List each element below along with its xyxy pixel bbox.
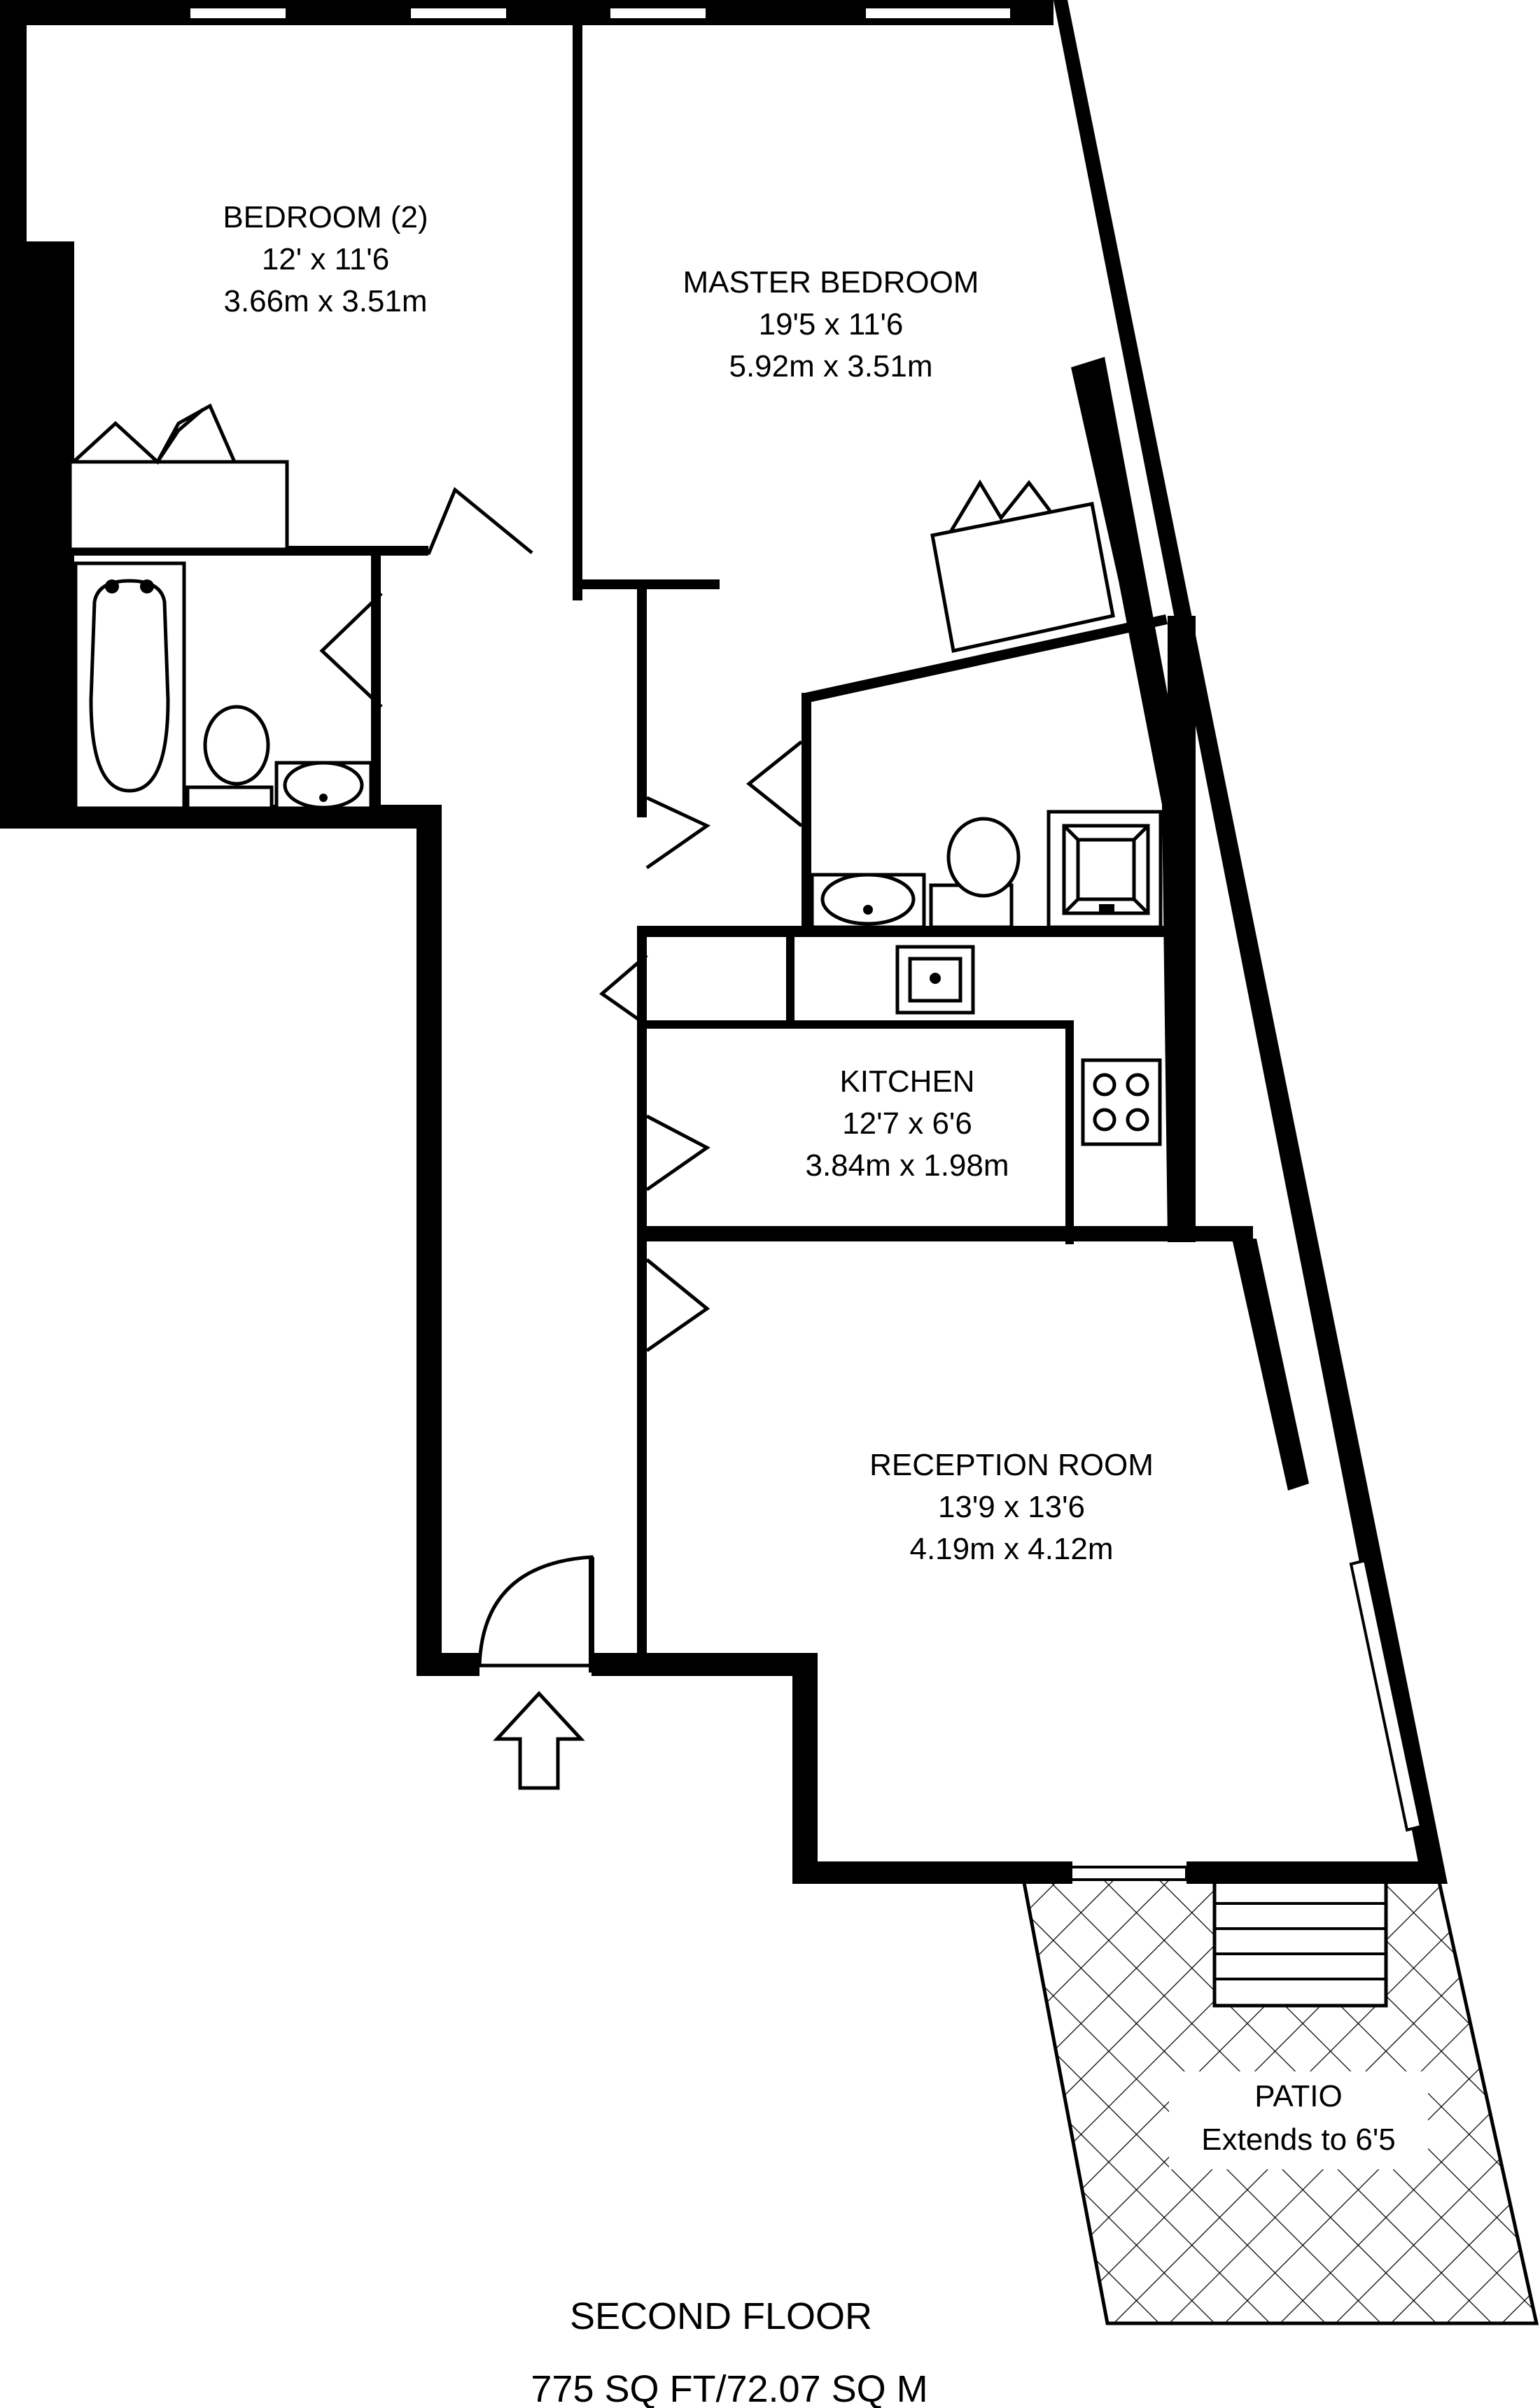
floor-summary: SECOND FLOOR 775 SQ FT/72.07 SQ M [531,2295,927,2408]
bedroom2-name: BEDROOM (2) [223,200,428,234]
toilet-ensuite [929,817,1021,929]
sink-bath1 [274,761,373,810]
toilet-bath1 [186,705,274,810]
floor-title: SECOND FLOOR [570,2295,872,2337]
wardrobe-bedroom2 [68,403,289,551]
master-metric: 5.92m x 3.51m [729,349,932,383]
room-label-reception: RECEPTION ROOM 13'9 x 13'6 4.19m x 4.12m [869,1448,1154,1566]
kitchen-imperial: 12'7 x 6'6 [842,1106,972,1141]
kitchen-sink [895,945,975,1015]
floor-area: 775 SQ FT/72.07 SQ M [531,2368,927,2408]
reception-imperial: 13'9 x 13'6 [938,1490,1085,1524]
entrance-arrow-icon [493,1691,585,1790]
bedroom2-metric: 3.66m x 3.51m [223,284,427,318]
room-label-kitchen: KITCHEN 12'7 x 6'6 3.84m x 1.98m [805,1064,1009,1183]
reception-metric: 4.19m x 4.12m [909,1532,1113,1566]
windows [188,6,1423,1881]
reception-name: RECEPTION ROOM [869,1448,1154,1482]
bedroom2-imperial: 12' x 11'6 [262,242,389,276]
patio-steps [1212,1879,1388,2008]
room-label-bedroom2: BEDROOM (2) 12' x 11'6 3.66m x 3.51m [223,200,428,318]
master-name: MASTER BEDROOM [683,265,979,300]
hob [1081,1058,1162,1146]
kitchen-name: KITCHEN [839,1064,974,1099]
patio-name: PATIO [1254,2079,1343,2113]
sink-ensuite [810,873,926,929]
room-label-patio: PATIO Extends to 6'5 [1169,2071,1428,2169]
room-label-master: MASTER BEDROOM 19'5 x 11'6 5.92m x 3.51m [683,265,979,383]
kitchen-metric: 3.84m x 1.98m [805,1148,1009,1183]
doors [319,486,803,1673]
bathtub [74,561,186,810]
patio-note: Extends to 6'5 [1201,2122,1395,2157]
wardrobe-master [930,479,1115,653]
master-imperial: 19'5 x 11'6 [759,307,904,342]
shower [1046,810,1163,929]
